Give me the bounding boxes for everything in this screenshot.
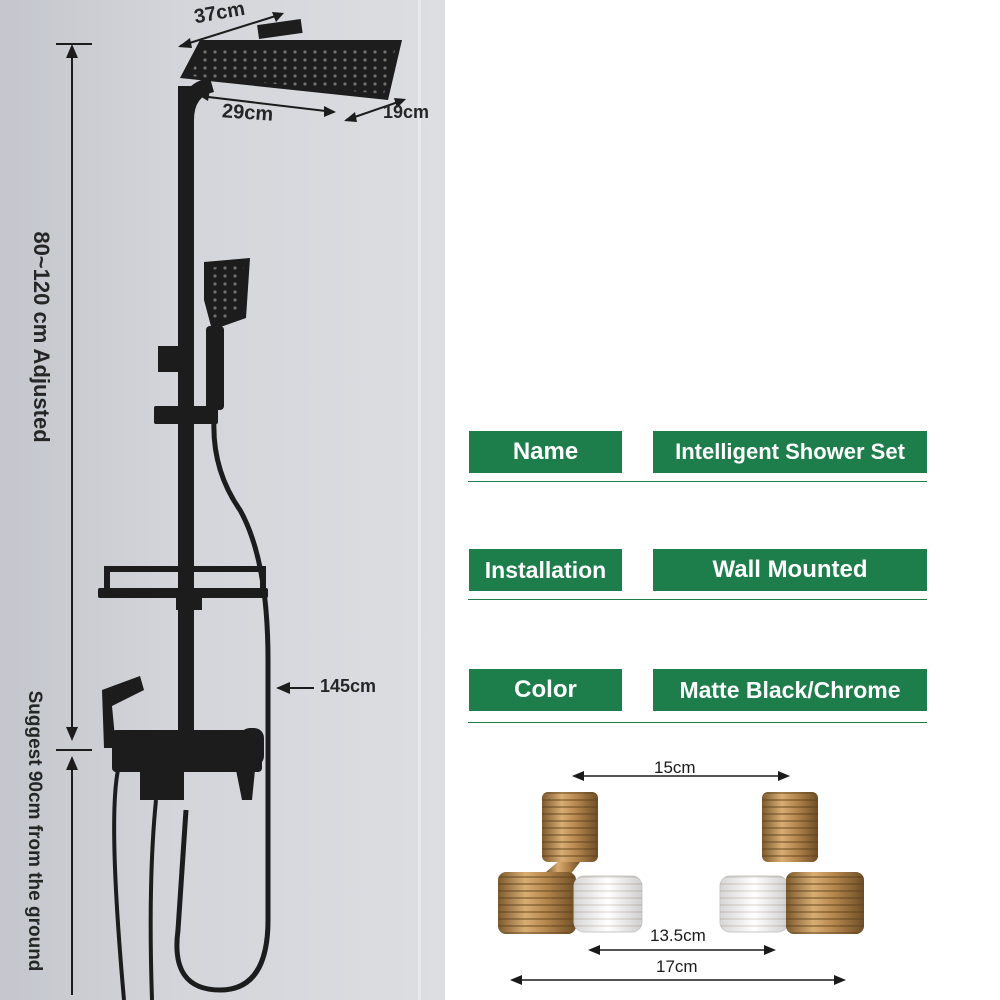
storage-shelf bbox=[98, 566, 268, 610]
slide-holder bbox=[154, 406, 218, 424]
head-side-label: 19cm bbox=[383, 102, 430, 122]
mixer-valve bbox=[112, 728, 264, 800]
shower-head bbox=[180, 19, 402, 100]
spec-name-value: Intelligent Shower Set bbox=[653, 431, 927, 473]
right-connector-fitting bbox=[719, 792, 864, 934]
outer-span-arrow bbox=[510, 975, 846, 985]
spec-installation-label: Installation bbox=[469, 549, 622, 591]
spec-installation-value: Wall Mounted bbox=[653, 549, 927, 591]
hose-length-label: 145cm bbox=[320, 676, 377, 696]
spec-color-label: Color bbox=[469, 669, 622, 711]
bidet-sprayer bbox=[102, 676, 144, 748]
product-photo: 37cm 29cm 19cm 145cm 80~120 cm Adjusted … bbox=[0, 0, 445, 1000]
height-adjust-label: 80~120 cm Adjusted bbox=[29, 231, 54, 443]
install-height-label: Suggest 90cm from the ground bbox=[24, 690, 45, 972]
connector-outer-span-label: 17cm bbox=[656, 957, 698, 976]
wall-edge bbox=[418, 0, 421, 1000]
height-dimension-line bbox=[56, 43, 92, 995]
connector-fittings-illustration bbox=[498, 771, 864, 985]
spec-color-value: Matte Black/Chrome bbox=[653, 669, 927, 711]
wall-bracket bbox=[158, 346, 178, 372]
left-connector-fitting bbox=[498, 792, 643, 934]
top-span-arrow bbox=[572, 771, 790, 781]
shower-set-illustration bbox=[56, 12, 406, 1000]
hand-shower bbox=[204, 258, 250, 410]
shower-hose bbox=[174, 419, 271, 993]
spec-divider bbox=[468, 722, 927, 723]
spec-name-label: Name bbox=[469, 431, 622, 473]
spec-divider bbox=[468, 599, 927, 600]
connector-inner-span-label: 13.5cm bbox=[650, 926, 706, 945]
head-dimension-arrows bbox=[178, 12, 406, 122]
spec-divider bbox=[468, 481, 927, 482]
head-depth-label: 29cm bbox=[221, 100, 274, 126]
inner-span-arrow bbox=[588, 945, 776, 955]
connector-top-span-label: 15cm bbox=[654, 758, 696, 777]
